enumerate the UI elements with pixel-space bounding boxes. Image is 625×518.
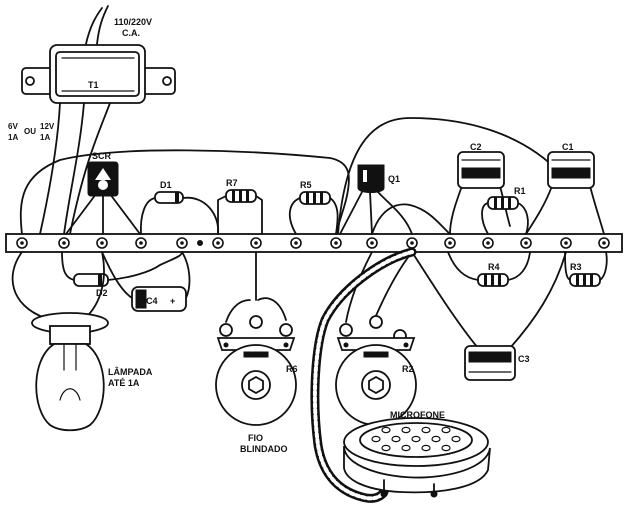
d2-label: D2: [96, 288, 108, 298]
c4-label: C4: [146, 296, 158, 306]
grille-hole: [411, 435, 421, 443]
resistor-r3: [564, 251, 608, 287]
grille-hole: [421, 426, 431, 434]
grille-hole: [431, 435, 441, 443]
terminal-hole: [334, 241, 338, 245]
d1-label: D1: [160, 180, 172, 190]
terminal-hole: [448, 241, 452, 245]
terminal-hole: [254, 241, 258, 245]
grille-hole: [401, 426, 411, 434]
microphone: [343, 417, 491, 498]
shield-label-line2: BLINDADO: [240, 444, 288, 454]
transistor-q1: [339, 164, 413, 235]
potentiometer-r2: [335, 251, 417, 426]
mains-ac-label: C.A.: [122, 28, 140, 38]
terminal-hole: [564, 241, 568, 245]
c1-label: C1: [562, 142, 574, 152]
grille-hole: [421, 444, 431, 452]
lamp-label-line1: LÂMPADA: [108, 366, 153, 377]
terminal-hole: [294, 241, 298, 245]
secondary-12v-label: 12V: [40, 122, 55, 131]
capacitor-c1: [525, 151, 605, 235]
resistor-r4: [447, 251, 531, 287]
capacitor-c4: [101, 251, 191, 312]
grille-hole: [381, 426, 391, 434]
r5-label: R5: [300, 180, 312, 190]
microphone-label: MICROFONE: [390, 410, 445, 420]
lamp: [11, 251, 109, 432]
shielded-cable: [310, 247, 417, 503]
terminal-hole: [486, 241, 490, 245]
resistor-r7: [217, 189, 263, 235]
diode-d1: [140, 191, 219, 235]
grille-hole: [401, 444, 411, 452]
secondary-ou-label: OU: [24, 127, 36, 136]
wire-q1-c2: [371, 203, 451, 235]
lamp-label-line2: ATÉ 1A: [108, 378, 140, 388]
q1-label: Q1: [388, 174, 400, 184]
grille-hole: [381, 444, 391, 452]
diode-d2: [61, 251, 183, 287]
secondary-wire-mid: [63, 102, 85, 235]
r1-label: R1: [514, 186, 526, 196]
terminal-strip: [5, 233, 623, 253]
transformer-t1: [21, 44, 176, 104]
c2-label: C2: [470, 142, 482, 152]
resistor-r1: [481, 196, 529, 235]
potentiometer-r6: [215, 251, 297, 426]
secondary-wire-right: [69, 102, 111, 235]
grille-hole: [371, 435, 381, 443]
capacitor-c3: [411, 251, 567, 381]
loop-wire-top: [19, 149, 350, 235]
terminal-hole: [180, 241, 184, 245]
grille-hole: [441, 426, 451, 434]
r2-label: R2: [402, 364, 414, 374]
resistor-r5: [288, 191, 339, 235]
grille-hole: [441, 444, 451, 452]
shield-label-line1: FIO: [248, 433, 263, 443]
terminal-hole: [370, 241, 374, 245]
secondary-6v-label: 6V: [8, 122, 18, 131]
r3-label: R3: [570, 262, 582, 272]
r7-label: R7: [226, 178, 238, 188]
terminal-hole: [524, 241, 528, 245]
secondary-1a-right-label: 1A: [40, 133, 50, 142]
c3-label: C3: [518, 354, 530, 364]
grille-hole: [391, 435, 401, 443]
terminal-hole: [602, 241, 606, 245]
terminal-hole: [20, 241, 24, 245]
grille-hole: [451, 435, 461, 443]
scr: [65, 161, 141, 235]
c4-plus-label: +: [170, 296, 175, 306]
secondary-1a-left-label: 1A: [8, 133, 18, 142]
mains-cord: [85, 5, 109, 45]
transformer-label: T1: [88, 80, 99, 90]
r4-label: R4: [488, 262, 500, 272]
terminal-hole: [100, 241, 104, 245]
terminal-hole: [62, 241, 66, 245]
mains-voltage-label: 110/220V: [114, 17, 152, 27]
strip-mounting-hole: [197, 240, 203, 246]
terminal-hole: [139, 241, 143, 245]
capacitor-c2: [449, 151, 511, 235]
loop-wire-right: [337, 117, 563, 235]
terminal-hole: [410, 241, 414, 245]
terminal-hole: [216, 241, 220, 245]
r6-label: R6: [286, 364, 298, 374]
scr-label: SCR: [92, 151, 112, 161]
